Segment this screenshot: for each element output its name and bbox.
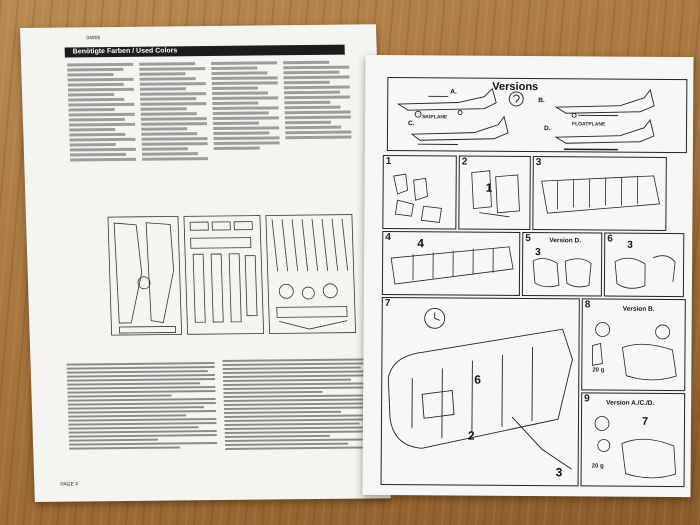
step-4-callout: 4 [417,236,424,251]
step-5-callout: 3 [535,247,541,259]
step-2-frame: 2 1 [458,155,531,231]
aircraft-versions-drawing [396,87,655,151]
callout-6: 6 [474,372,482,387]
version-b-nose-drawing [591,322,677,381]
step-4-fuselage-drawing [390,246,514,285]
step-6-callout: 3 [627,239,633,251]
skiplane-label: SKIPLANE [422,114,448,121]
german-text-block [66,360,218,452]
version-b-weight: 20 g [592,367,605,374]
step-1-seats-drawing [393,173,442,223]
step-7-fuselage-assembly [387,307,573,470]
color-column-1 [67,61,137,164]
step-2-callout: 1 [485,180,493,195]
version-acd-frame: 9 Version A./C./D. 7 20 g [580,392,686,488]
callout-3: 3 [555,465,563,480]
version-acd-nose-drawing [594,416,677,479]
colors-header: Benötigte Farben / Used Colors [72,47,178,56]
version-acd-weight: 20 g [591,463,604,470]
step-2-drawing [471,170,520,218]
left-instruction-page: 04905 Benötigte Farben / Used Colors [20,24,391,502]
page-number: PAGE 4 [60,481,79,488]
version-c-label: C. [408,120,415,128]
step-3-frame: 3 [532,156,667,231]
step-4-frame: 4 4 [381,230,521,296]
version-b-label: B. [538,97,545,105]
color-column-4 [283,59,352,142]
step-1-frame: 1 [382,154,457,230]
callout-7: 7 [641,415,649,428]
step-7-frame: 7 6 2 3 [380,296,580,487]
step-6-frame: 6 3 [603,232,685,298]
callout-2: 2 [467,428,475,443]
step-5-drawing [532,258,592,288]
step-6-drawing [614,255,676,289]
color-column-2 [139,60,209,163]
right-instruction-page: Versions A. B. C. D. SKIPLANE FLOATPLANE… [362,54,694,498]
version-d-label: D. [544,125,551,133]
french-text-block [222,356,376,452]
color-column-3 [211,59,280,152]
parts-sprue-diagram [107,214,356,336]
step-3-fuselage-interior [541,175,660,214]
kit-number: 04905 [86,35,101,42]
colors-header-bar: Benötigte Farben / Used Colors [64,44,345,58]
version-a-label: A. [450,88,457,96]
versions-frame: Versions A. B. C. D. SKIPLANE FLOATPLANE [386,77,688,154]
step-5-frame: 5 Version D. 3 [521,231,603,297]
version-b-frame: 8 Version B. 20 g [581,298,686,392]
floatplane-label: FLOATPLANE [572,121,606,128]
